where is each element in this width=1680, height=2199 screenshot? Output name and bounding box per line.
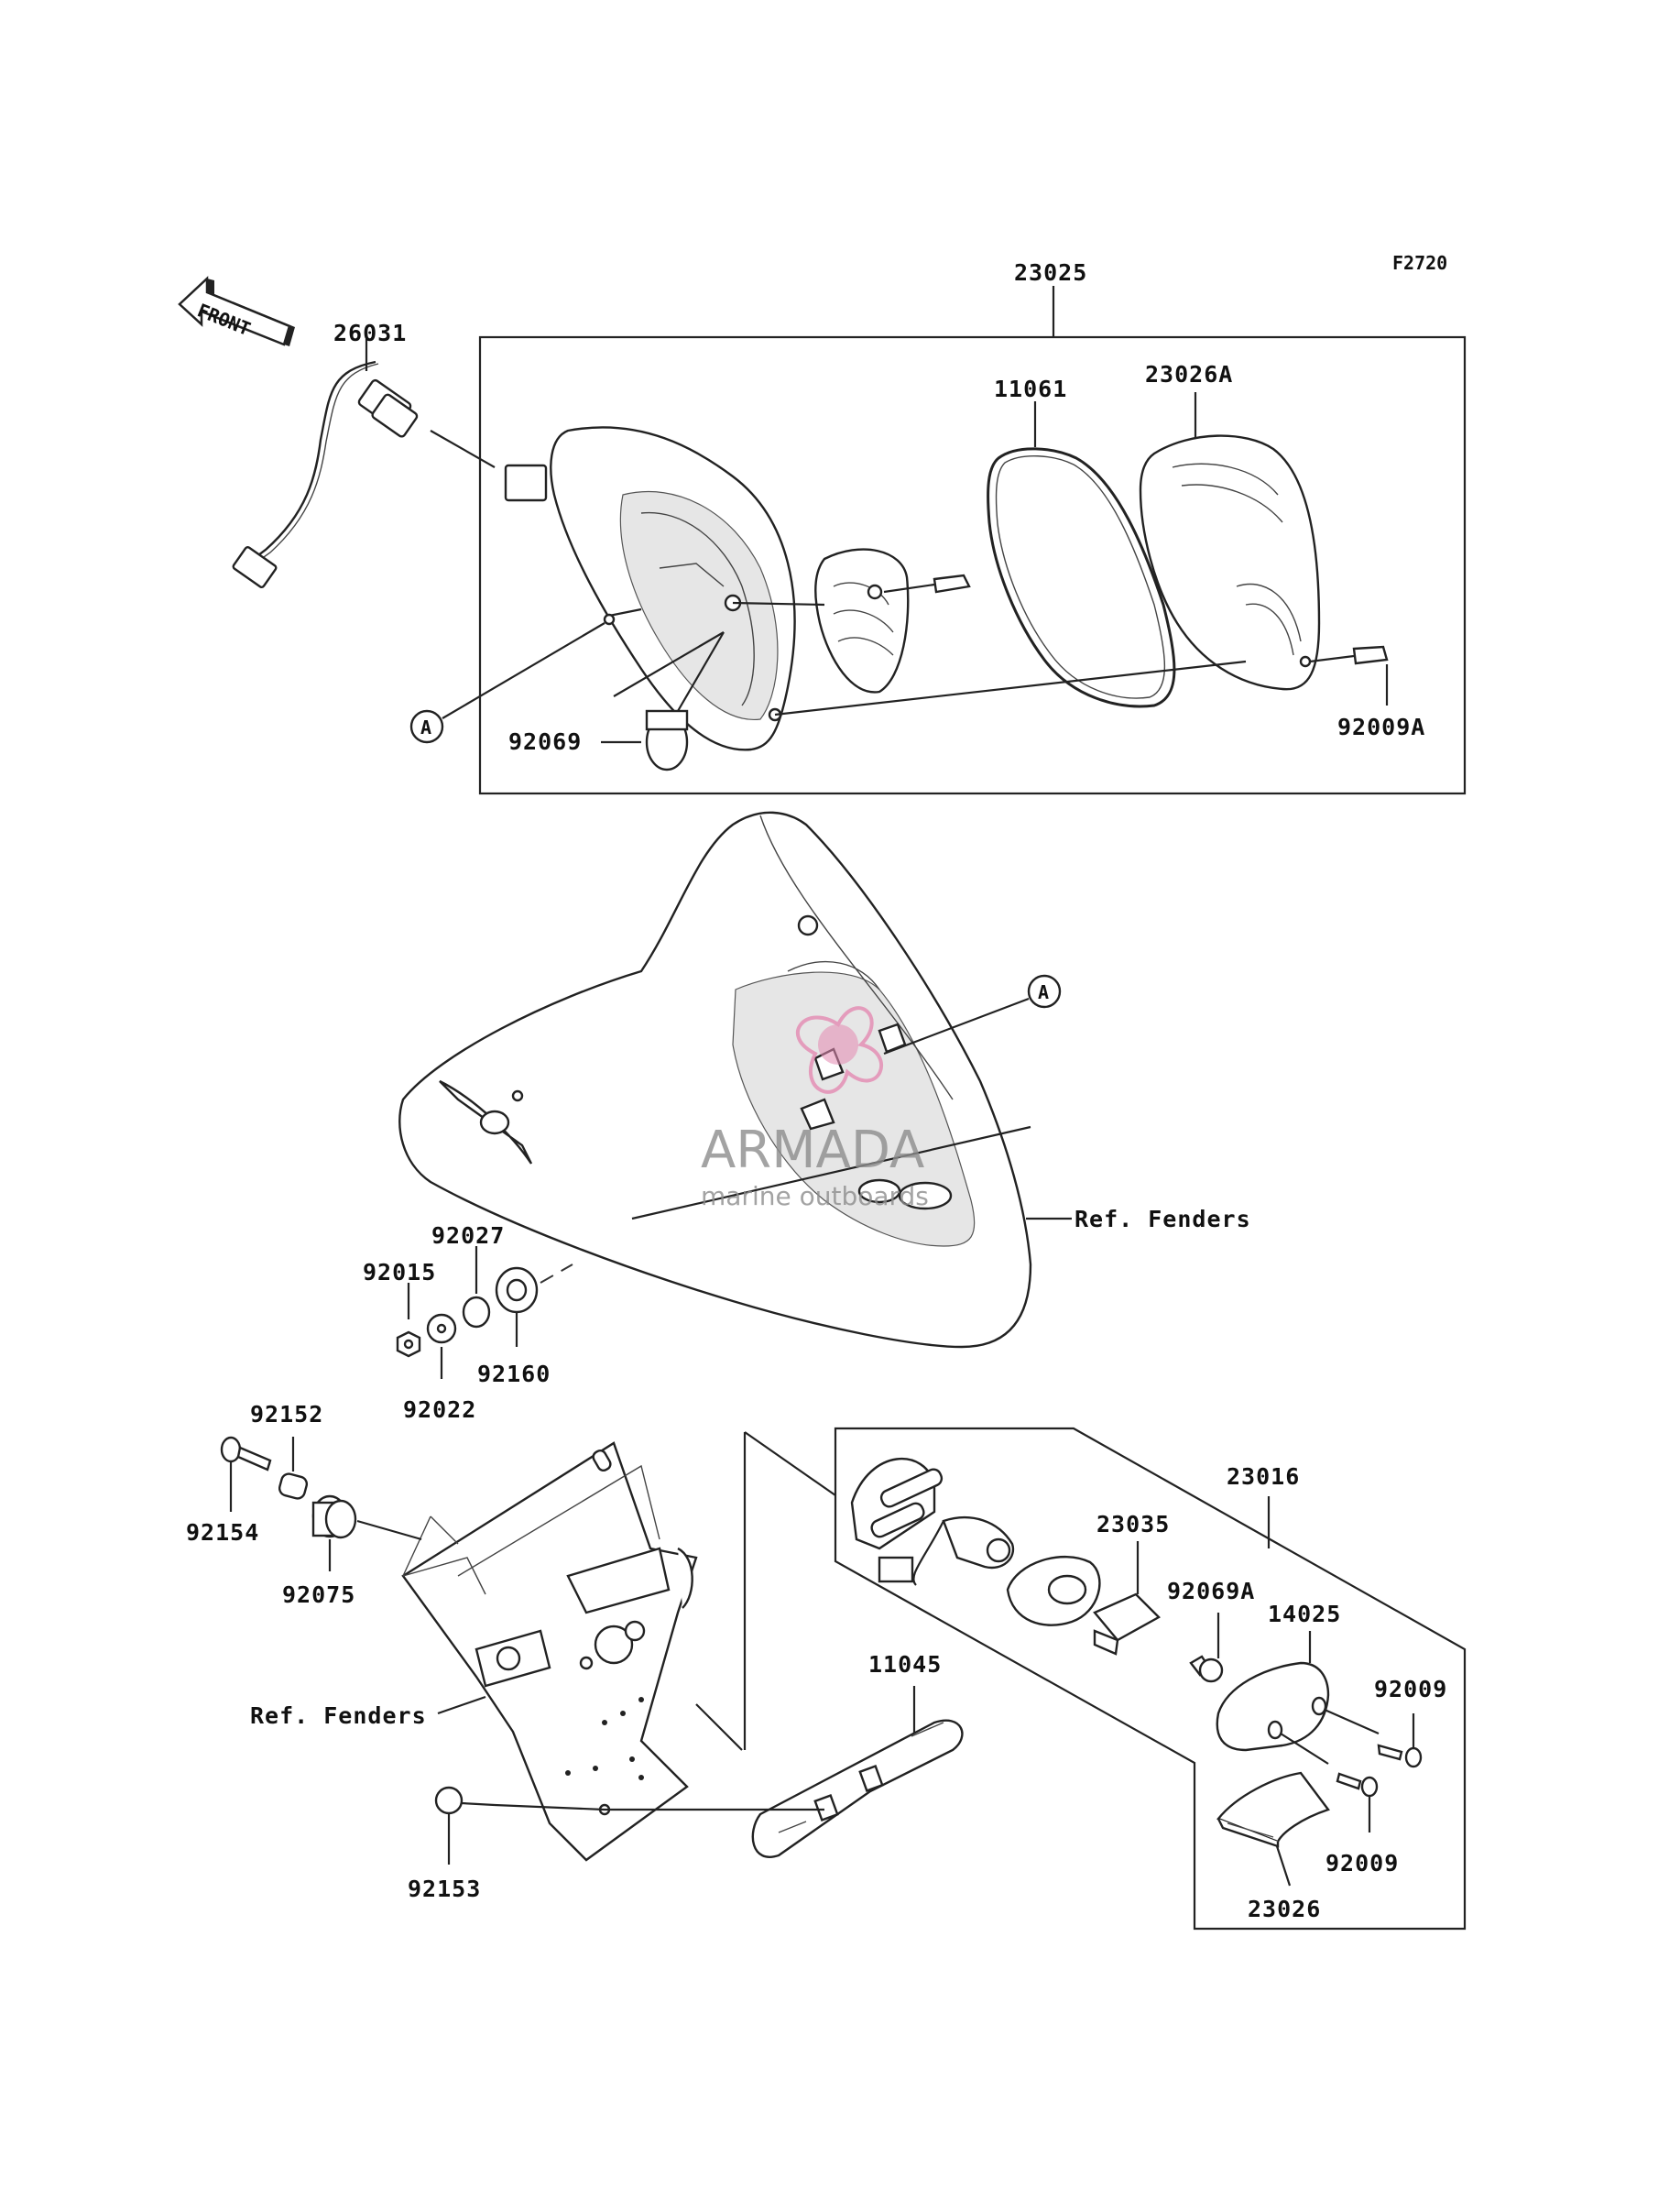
ref-fenders-label-lower: Ref. Fenders [250, 1702, 427, 1729]
light-cover-14025 [1216, 1631, 1380, 1765]
svg-text:A: A [1038, 981, 1049, 1003]
label-92069A: 92069A [1167, 1578, 1255, 1604]
rear-fender [398, 811, 1032, 1349]
label-14025: 14025 [1268, 1601, 1341, 1627]
leader-ref-fenders-lower [437, 1695, 486, 1715]
lens-23026 [1216, 1771, 1330, 1887]
bulb-92069A [1189, 1613, 1224, 1683]
label-23026A: 23026A [1145, 361, 1233, 388]
bolt-92153 [434, 1786, 605, 1865]
label-92153: 92153 [408, 1876, 481, 1902]
armada-watermark: ARMADA marine outboards [701, 1006, 929, 1211]
screw-92009-upper [1377, 1713, 1423, 1768]
label-92069: 92069 [508, 728, 582, 755]
screw-92009-lower [1336, 1772, 1379, 1832]
wire-harness-26031 [232, 339, 548, 588]
bracket-11045 [605, 1686, 964, 1858]
figure-code: F2720 [1392, 252, 1447, 274]
assembly-link-line [774, 660, 1247, 717]
watermark-tagline: marine outboards [701, 1181, 929, 1211]
ref-fenders-label-upper: Ref. Fenders [1075, 1206, 1251, 1232]
license-light-base [850, 1457, 1015, 1586]
taillight-housing [550, 426, 796, 751]
label-23025: 23025 [1014, 259, 1087, 286]
svg-text:A: A [420, 717, 431, 738]
label-92075: 92075 [282, 1581, 355, 1608]
label-92160: 92160 [477, 1361, 551, 1387]
label-92027: 92027 [431, 1222, 505, 1249]
watermark-brand: ARMADA [701, 1121, 924, 1180]
ref-marker-a-lower: A [883, 974, 1062, 1056]
socket-23035 [1006, 1541, 1161, 1656]
ref-marker-a-upper: A [409, 622, 605, 744]
label-92152: 92152 [250, 1401, 323, 1428]
taillight-assembly-box [478, 335, 1467, 795]
label-92015: 92015 [363, 1259, 436, 1285]
lens-23026A [1139, 434, 1389, 691]
taillight-reflector [732, 548, 971, 694]
bolt-spacer-group [220, 1436, 422, 1571]
label-92009A: 92009A [1337, 714, 1425, 740]
label-11045: 11045 [868, 1651, 942, 1678]
label-92022: 92022 [403, 1396, 476, 1423]
label-11061: 11061 [994, 376, 1067, 402]
label-26031: 26031 [333, 320, 407, 346]
label-23026: 23026 [1248, 1896, 1321, 1922]
gasket-11061 [987, 447, 1176, 708]
label-23035: 23035 [1096, 1511, 1170, 1537]
grommet-stack [396, 1246, 573, 1379]
label-23016: 23016 [1227, 1463, 1300, 1490]
label-92154: 92154 [186, 1519, 259, 1546]
label-92009-lower: 92009 [1325, 1850, 1399, 1876]
bulb-92069 [613, 631, 725, 771]
front-arrow-icon: FRONT [178, 276, 295, 346]
license-light-box [834, 1427, 1467, 1931]
label-92009-upper: 92009 [1374, 1676, 1447, 1702]
